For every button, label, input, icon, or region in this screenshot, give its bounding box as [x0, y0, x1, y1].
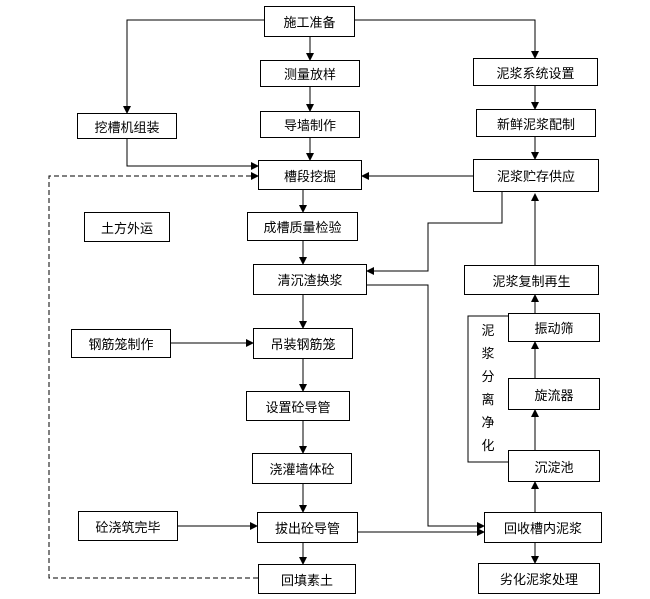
separation-group-bracket	[467, 315, 508, 463]
node-deteriorated-slurry: 劣化泥浆处理	[478, 563, 600, 594]
arrow-prep-to-excavator	[123, 19, 264, 114]
node-excavator-assembly: 挖槽机组装	[77, 113, 177, 139]
node-concrete-complete: 砼浇筑完毕	[78, 511, 178, 541]
node-clean-sediment: 清沉渣换浆	[253, 264, 367, 295]
arrow-excavator-to-excavation	[126, 139, 259, 170]
node-survey: 测量放样	[260, 60, 360, 87]
separation-char: 离	[481, 393, 495, 408]
node-backfill: 回填素土	[258, 564, 356, 594]
node-construction-prep: 施工准备	[264, 6, 355, 37]
node-guide-wall: 导墙制作	[260, 111, 360, 138]
separation-char: 分	[481, 370, 495, 385]
node-extract-pipe: 拔出砼导管	[257, 512, 358, 543]
separation-char: 泥	[481, 324, 495, 339]
node-set-pipe: 设置砼导管	[246, 391, 350, 421]
node-cyclone: 旋流器	[508, 378, 600, 410]
separation-purification-label: 泥 浆 分 离 净 化	[470, 318, 506, 460]
node-slurry-system: 泥浆系统设置	[473, 58, 598, 86]
node-trench-quality-check: 成槽质量检验	[247, 212, 358, 241]
arrow-backfill-loop-to-excavation	[48, 172, 259, 579]
node-slurry-storage: 泥浆贮存供应	[473, 159, 599, 192]
node-trench-excavation: 槽段挖掘	[258, 160, 362, 190]
separation-char: 浆	[481, 347, 495, 362]
node-earth-transport: 土方外运	[84, 212, 170, 242]
arrow-prep-to-slurry-system	[355, 19, 539, 59]
node-recover-slurry: 回收槽内泥浆	[484, 512, 602, 543]
separation-char: 净	[481, 416, 495, 431]
node-slurry-regeneration: 泥浆复制再生	[464, 265, 599, 295]
node-settling-tank: 沉淀池	[508, 450, 600, 482]
node-vibrating-screen: 振动筛	[508, 313, 600, 342]
separation-char: 化	[481, 439, 495, 454]
node-fresh-slurry: 新鲜泥浆配制	[476, 109, 596, 137]
arrow-storage-to-clean	[366, 192, 503, 275]
arrow-clean-to-recover	[367, 284, 485, 530]
node-pour-concrete: 浇灌墙体砼	[252, 453, 352, 484]
node-cage-fabrication: 钢筋笼制作	[71, 329, 171, 358]
node-lift-cage: 吊装钢筋笼	[253, 328, 353, 359]
